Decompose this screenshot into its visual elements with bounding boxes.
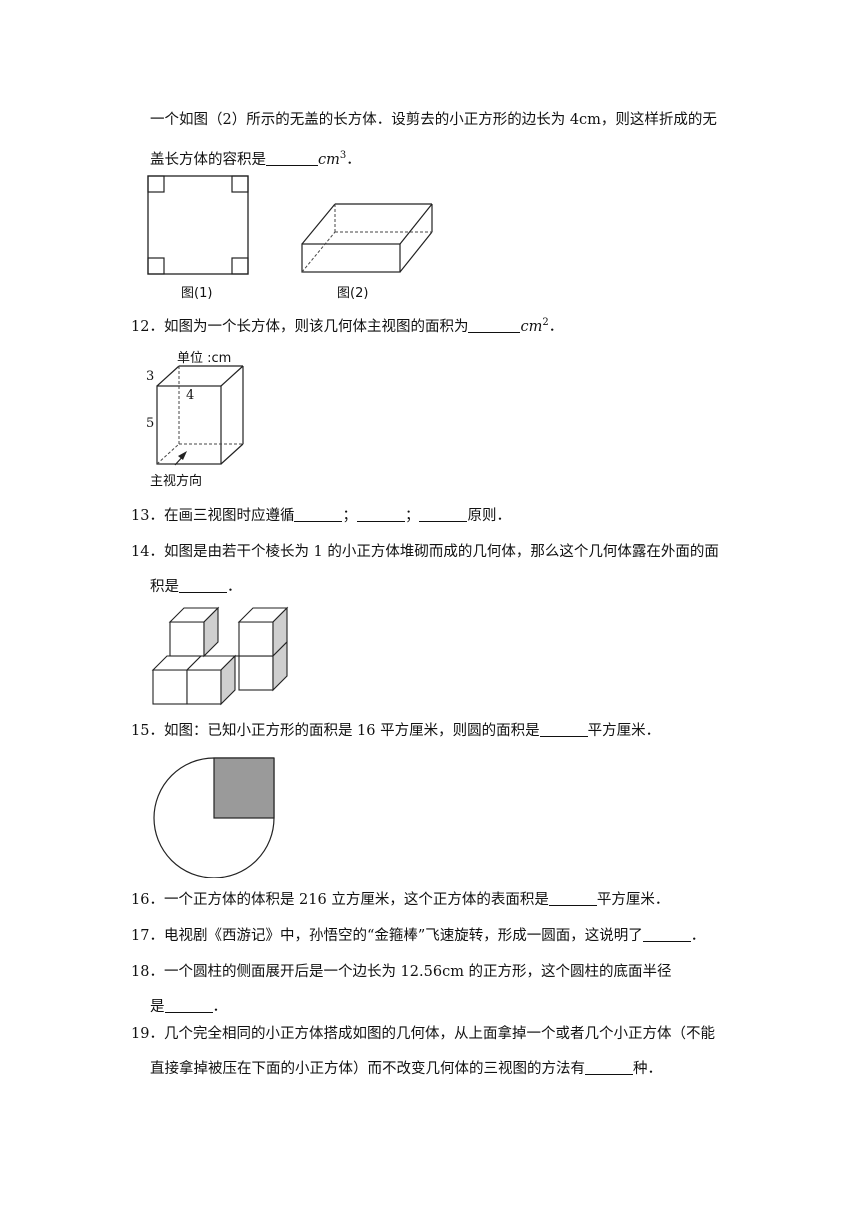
question-12-text: 12．如图为一个长方体，则该几何体主视图的面积为: [131, 318, 469, 335]
question-19-end: 种．: [633, 1061, 662, 1077]
punctuation: ．: [690, 928, 706, 944]
q14-cube-stack-figure: [151, 606, 289, 706]
answer-blank[interactable]: [642, 927, 691, 942]
answer-blank[interactable]: [468, 318, 521, 333]
q11-line1: 一个如图（2）所示的无盖的长方体．设剪去的小正方形的边长为 4cm，则这样折成的…: [150, 112, 717, 128]
figure-unit-label: 单位 :cm: [177, 351, 232, 366]
q16-line: 16．一个正方体的体积是 216 立方厘米，这个正方体的表面积是 平方厘米．: [131, 890, 669, 910]
separator: ；: [342, 508, 357, 524]
answer-blank[interactable]: [179, 578, 227, 593]
unit: cm: [318, 151, 340, 168]
q18-line2: 是．: [150, 997, 227, 1017]
view-direction-label: 主视方向: [150, 474, 203, 489]
question-13-text: 13．在画三视图时应遵循: [131, 508, 295, 524]
figure-2-caption: 图(2): [337, 286, 369, 301]
answer-blank-3[interactable]: [419, 507, 468, 522]
q13-line: 13．在画三视图时应遵循 ； ； 原则．: [131, 506, 511, 526]
q18-line1: 18．一个圆柱的侧面展开后是一个边长为 12.56cm 的正方形，这个圆柱的底面…: [131, 964, 672, 980]
unit-exponent: 3: [339, 150, 347, 161]
punctuation: ．: [548, 318, 564, 335]
q11-line2: 盖长方体的容积是 cm3．: [150, 146, 361, 170]
question-18-text: 是: [150, 999, 165, 1015]
q12-line: 12．如图为一个长方体，则该几何体主视图的面积为 cm2．: [131, 313, 563, 337]
answer-blank[interactable]: [539, 722, 588, 737]
q11-figure-1: [147, 175, 249, 275]
q11-line2-text: 盖长方体的容积是: [150, 151, 266, 168]
question-16-text: 16．一个正方体的体积是 216 立方厘米，这个正方体的表面积是: [131, 892, 549, 908]
q14-line2: 积是 ．: [150, 577, 242, 597]
figure-1-caption: 图(1): [181, 286, 213, 301]
question-16-end: 平方厘米．: [596, 892, 670, 908]
answer-blank[interactable]: [585, 1060, 633, 1075]
separator: ；: [404, 508, 420, 524]
question-14-text: 积是: [150, 579, 179, 595]
punctuation: ．: [227, 579, 242, 595]
answer-blank[interactable]: [266, 151, 318, 166]
answer-blank[interactable]: [548, 891, 597, 906]
unit: cm: [520, 318, 543, 335]
unit-exponent: 2: [542, 317, 549, 328]
dimension-3: 3: [146, 369, 155, 384]
q17-line: 17．电视剧《西游记》中，孙悟空的“金箍棒”飞速旋转，形成一圆面，这说明了 ．: [131, 926, 705, 946]
punctuation: ．: [346, 151, 361, 168]
question-15-end: 平方厘米．: [587, 723, 661, 739]
question-17-text: 17．电视剧《西游记》中，孙悟空的“金箍棒”飞速旋转，形成一圆面，这说明了: [131, 928, 643, 944]
dimension-4: 4: [186, 388, 195, 403]
question-19-text: 直接拿掉被压在下面的小正方体）而不改变几何体的三视图的方法有: [150, 1061, 585, 1077]
q14-line1: 14．如图是由若干个棱长为 1 的小正方体堆砌而成的几何体，那么这个几何体露在外…: [131, 544, 719, 560]
q19-line2: 直接拿掉被压在下面的小正方体）而不改变几何体的三视图的方法有 种．: [150, 1059, 662, 1079]
punctuation: ．: [212, 999, 228, 1015]
q11-figure-2: [301, 203, 433, 273]
q12-cuboid-figure: [156, 365, 244, 466]
question-13-end: 原则．: [467, 508, 511, 524]
answer-blank-1[interactable]: [294, 507, 343, 522]
q15-line: 15．如图：已知小正方形的面积是 16 平方厘米，则圆的面积是 平方厘米．: [131, 721, 660, 741]
answer-blank[interactable]: [164, 998, 213, 1013]
question-15-text: 15．如图：已知小正方形的面积是 16 平方厘米，则圆的面积是: [131, 723, 540, 739]
dimension-5: 5: [146, 416, 155, 431]
q19-line1: 19．几个完全相同的小正方体搭成如图的几何体，从上面拿掉一个或者几个小正方体（不…: [131, 1026, 715, 1042]
answer-blank-2[interactable]: [356, 507, 405, 522]
q15-circle-square-figure: [153, 757, 275, 878]
